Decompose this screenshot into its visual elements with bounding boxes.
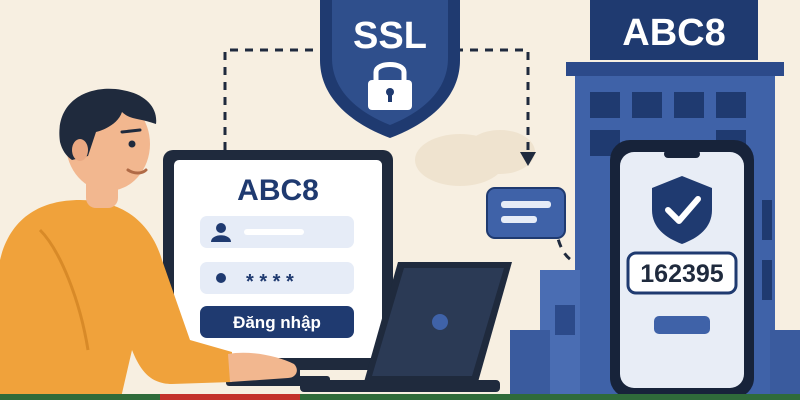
person (0, 88, 297, 400)
building-sign: ABC8 (622, 12, 725, 54)
otp-code: 162395 (640, 260, 724, 288)
username-value-bar (244, 229, 304, 235)
check-shield-icon (652, 176, 712, 244)
arrow-head-down (520, 152, 536, 166)
otp-box (626, 251, 738, 295)
ssl-shield: SSL (320, 0, 460, 138)
user-icon (211, 223, 231, 242)
login-button-label: Đăng nhập (233, 313, 321, 332)
login-button[interactable] (200, 306, 354, 338)
password-field[interactable] (200, 262, 354, 294)
ssl-label: SSL (353, 15, 427, 57)
dot-icon (216, 273, 226, 283)
login-form: ABC8 * * * * Đăng nhập (200, 174, 354, 338)
laptop (300, 262, 512, 392)
login-brand: ABC8 (237, 174, 319, 207)
phone: 162395 (610, 140, 754, 398)
padlock-icon (368, 62, 412, 110)
hand (228, 352, 297, 382)
password-mask: * * * * (246, 271, 294, 293)
phone-confirm-button[interactable] (654, 316, 710, 334)
bottom-strip (0, 394, 800, 400)
chat-bubble-icon (486, 187, 566, 239)
